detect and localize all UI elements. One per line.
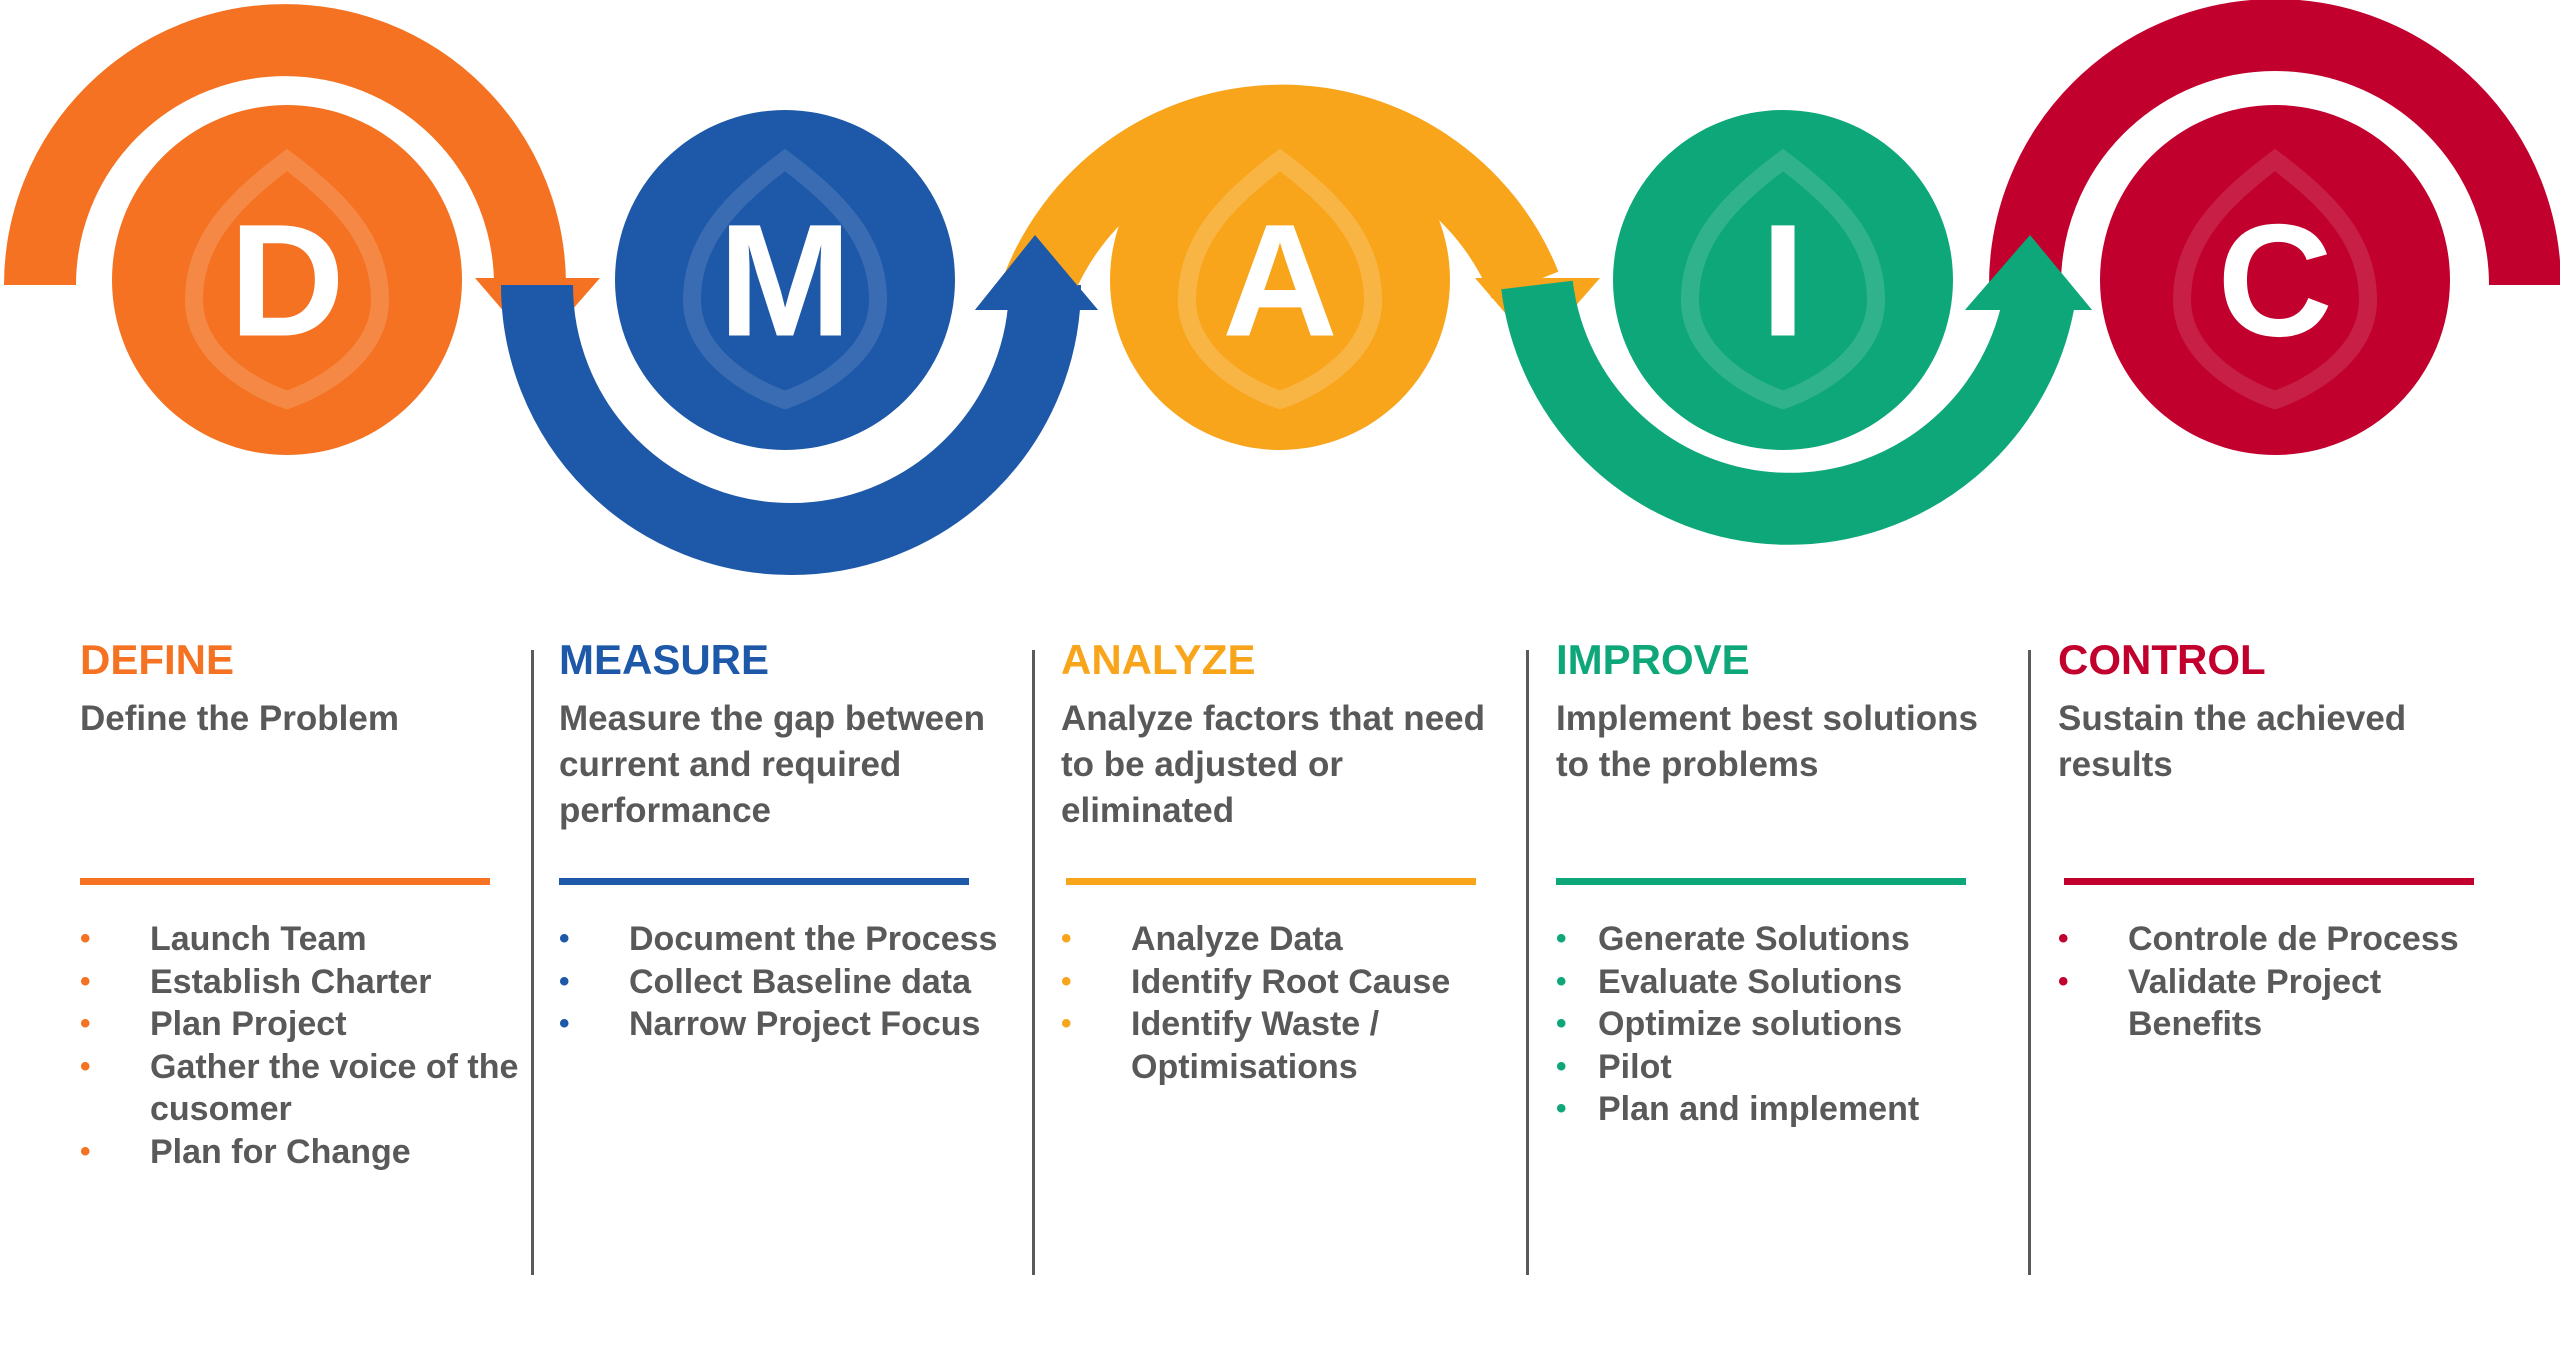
- divider-3: [1526, 650, 1529, 1275]
- leaf-shield-icon: [1177, 148, 1383, 410]
- bullet-dot-icon: •: [2058, 964, 2069, 998]
- bullets-measure: •Document the Process •Collect Baseline …: [559, 918, 1009, 1046]
- rule-improve: [1556, 878, 1966, 885]
- list-item: •Pilot: [1556, 1046, 2006, 1089]
- arrow-head-measure: [975, 235, 1098, 310]
- bullet-dot-icon: •: [80, 1007, 91, 1040]
- bullet-dot-icon: •: [1556, 1092, 1567, 1125]
- list-item: •Identify Waste / Optimisations: [1061, 1005, 1380, 1086]
- bullet-dot-icon: •: [80, 964, 91, 998]
- circle-improve: I: [1613, 110, 1953, 450]
- arrow-head-improve: [1965, 235, 2092, 310]
- bullet-dot-icon: •: [1556, 1007, 1567, 1040]
- phase-desc-analyze: Analyze factors that need to be adjusted…: [1061, 699, 1485, 830]
- rule-define: [80, 878, 490, 885]
- bullet-dot-icon: •: [1556, 964, 1567, 998]
- letter-a: A: [1222, 191, 1338, 370]
- circle-define: D: [112, 105, 462, 455]
- phase-desc-measure: Measure the gap between current and requ…: [559, 699, 985, 830]
- rule-control: [2064, 878, 2474, 885]
- bullet-dot-icon: •: [80, 922, 91, 955]
- divider-2: [1032, 650, 1035, 1275]
- bullet-dot-icon: •: [1061, 1007, 1072, 1040]
- rule-measure: [559, 878, 969, 885]
- bullet-dot-icon: •: [1061, 922, 1072, 955]
- list-item: •Validate Project Benefits: [2058, 962, 2382, 1044]
- bullets-control: •Controle de Process •Validate Project B…: [2058, 918, 2508, 1046]
- list-item: •Document the Process: [559, 918, 1009, 961]
- rule-analyze: [1066, 878, 1476, 885]
- column-analyze: ANALYZE Analyze factors that need to be …: [1061, 636, 1501, 1086]
- list-item: •Collect Baseline data: [559, 961, 1009, 1004]
- bullets-analyze: •Analyze Data •Identify Root Cause •Iden…: [1061, 918, 1511, 1088]
- list-item: •Evaluate Solutions: [1556, 961, 2006, 1004]
- divider-1: [531, 650, 534, 1275]
- phase-title-define: DEFINE: [80, 636, 235, 683]
- list-item: •Narrow Project Focus: [559, 1003, 1009, 1046]
- circle-measure: M: [615, 110, 955, 450]
- phase-desc-control: Sustain the achieved results: [2058, 699, 2407, 784]
- column-define: DEFINE Define the Problem •Launch Team •…: [80, 636, 520, 1171]
- column-measure: MEASURE Measure the gap between current …: [559, 636, 999, 1043]
- bullet-dot-icon: •: [1556, 922, 1567, 955]
- list-item: •Gather the voice of the cusomer: [80, 1047, 519, 1129]
- bullet-dot-icon: •: [2058, 922, 2069, 955]
- phase-title-analyze: ANALYZE: [1061, 636, 1256, 683]
- bullet-dot-icon: •: [1061, 964, 1072, 998]
- list-item: •Plan for Change: [80, 1131, 530, 1174]
- bullet-dot-icon: •: [559, 1007, 570, 1040]
- column-control: CONTROL Sustain the achieved results •Co…: [2058, 636, 2498, 1043]
- phase-title-measure: MEASURE: [559, 636, 770, 683]
- letter-i: I: [1761, 191, 1805, 370]
- letter-c: C: [2217, 191, 2333, 370]
- circle-analyze: A: [1110, 110, 1450, 450]
- leaf-shield-icon: [682, 148, 888, 410]
- dmaic-diagram: D M A I C: [4, 0, 2560, 575]
- arc-control: [1989, 0, 2560, 286]
- letter-m: M: [718, 191, 851, 370]
- phase-desc-improve: Implement best solutions to the problems: [1556, 699, 1978, 784]
- list-item: •Plan and implement: [1556, 1088, 2006, 1131]
- bullet-dot-icon: •: [80, 1049, 91, 1083]
- bullet-dot-icon: •: [80, 1134, 91, 1168]
- list-item: •Plan Project: [80, 1003, 530, 1046]
- list-item: •Controle de Process: [2058, 918, 2508, 961]
- list-item: •Launch Team: [80, 918, 530, 961]
- phase-title-control: CONTROL: [2058, 636, 2266, 683]
- divider-4: [2028, 650, 2031, 1275]
- bullet-dot-icon: •: [559, 922, 570, 955]
- phase-title-improve: IMPROVE: [1556, 636, 1750, 683]
- bullets-define: •Launch Team •Establish Charter •Plan Pr…: [80, 918, 530, 1173]
- list-item: •Establish Charter: [80, 961, 530, 1004]
- bullets-improve: •Generate Solutions •Evaluate Solutions …: [1556, 918, 2006, 1131]
- circle-control: C: [2100, 105, 2450, 455]
- list-item: •Optimize solutions: [1556, 1003, 2006, 1046]
- bullet-dot-icon: •: [1556, 1049, 1567, 1083]
- list-item: •Generate Solutions: [1556, 918, 2006, 961]
- list-item: •Analyze Data: [1061, 918, 1511, 961]
- leaf-shield-icon: [2172, 148, 2378, 410]
- letter-d: D: [229, 191, 345, 370]
- leaf-shield-icon: [184, 148, 390, 410]
- list-item: •Identify Root Cause: [1061, 961, 1511, 1004]
- leaf-shield-icon: [1680, 148, 1886, 410]
- column-improve: IMPROVE Implement best solutions to the …: [1556, 636, 1996, 1128]
- phase-desc-define: Define the Problem: [80, 699, 399, 738]
- bullet-dot-icon: •: [559, 964, 570, 998]
